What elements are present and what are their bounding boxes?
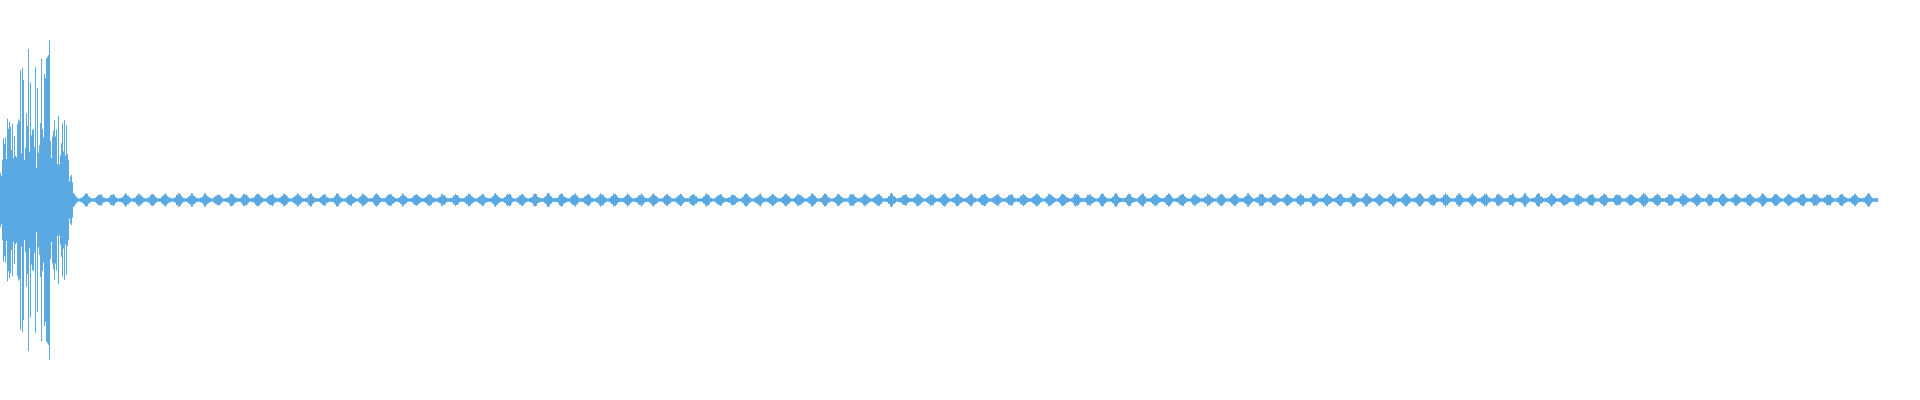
audio-waveform-panel[interactable]	[0, 0, 1920, 400]
audio-waveform[interactable]	[0, 0, 1920, 400]
